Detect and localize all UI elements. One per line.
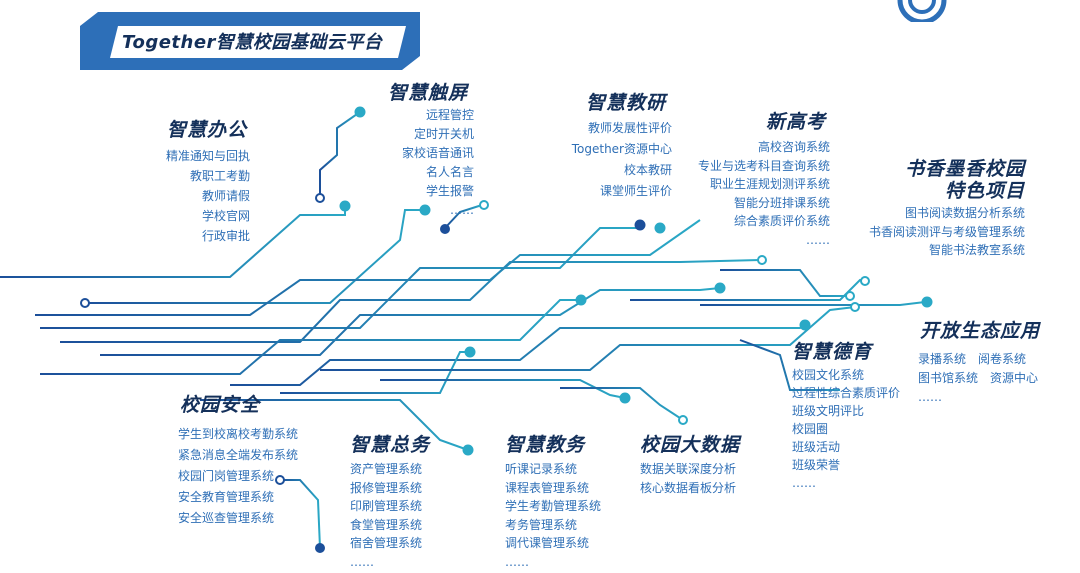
list-item: 书香阅读测评与考级管理系统 (868, 224, 1025, 239)
safety-list: 学生到校离校考勤系统 紧急消息全端发布系统 校园门岗管理系统 安全教育管理系统 … (178, 424, 318, 529)
list-item: 安全巡查管理系统 (178, 511, 275, 525)
list-item: 教师请假 (201, 189, 250, 203)
list-item: 精准通知与回执 (165, 149, 250, 163)
list-item: 专业与选考科目查询系统 (697, 158, 830, 173)
list-item: 印刷管理系统 (350, 499, 423, 513)
title-banner (80, 12, 420, 70)
bigdata-heading: 校园大数据 (640, 434, 741, 456)
list-item: 考务管理系统 (505, 517, 578, 532)
list-item: 班级活动 (792, 440, 841, 454)
open-list: 录播系统 阅卷系统 图书馆系统 资源中心 …… (918, 350, 1068, 407)
list-item: 过程性综合素质评价 (792, 386, 901, 400)
list-item: 报修管理系统 (350, 480, 423, 495)
open-heading: 开放生态应用 (920, 320, 1041, 342)
list-item: 定时开关机 (413, 127, 474, 141)
list-item: 调代课管理系统 (505, 536, 590, 550)
office-heading: 智慧办公 (167, 119, 248, 141)
list-item: 安全教育管理系统 (178, 490, 275, 504)
list-item: 校园门岗管理系统 (178, 469, 275, 483)
gaokao-list: 高校咨询系统 专业与选考科目查询系统 职业生涯规划测评系统 智能分班排课系统 综… (680, 138, 830, 249)
list-item: 教职工考勤 (189, 169, 250, 183)
research-heading: 智慧教研 (586, 92, 667, 114)
list-item: 学校官网 (201, 209, 250, 223)
list-item: 核心数据看板分析 (640, 481, 737, 495)
reading-list: 图书阅读数据分析系统 书香阅读测评与考级管理系统 智能书法教室系统 (855, 204, 1025, 260)
list-item: 学生考勤管理系统 (505, 499, 602, 513)
reading-heading-line-1: 书香墨香校园 (904, 158, 1025, 180)
teaching-list: 听课记录系统 课程表管理系统 学生考勤管理系统 考务管理系统 调代课管理系统 …… (505, 460, 625, 571)
list-item: 教师发展性评价 (587, 121, 672, 135)
list-item: 学生到校离校考勤系统 (178, 427, 299, 441)
platform-title: Together智慧校园基础云平台 (122, 32, 383, 53)
research-list: 教师发展性评价 Together资源中心 校本教研 课堂师生评价 (550, 118, 672, 202)
list-item: 远程管控 (425, 108, 474, 122)
touch-heading: 智慧触屏 (388, 82, 469, 104)
list-item: …… (450, 203, 474, 217)
teaching-heading: 智慧教务 (505, 434, 586, 456)
reading-heading: 书香墨香校园 特色项目 (880, 158, 1025, 202)
list-item: 食堂管理系统 (350, 517, 423, 532)
list-item: 综合素质评价系统 (733, 214, 830, 228)
bigdata-list: 数据关联深度分析 核心数据看板分析 (640, 460, 760, 498)
list-item: 资产管理系统 (350, 462, 423, 476)
list-item: 课堂师生评价 (599, 184, 672, 198)
list-item: 家校语音通讯 (401, 146, 474, 160)
list-item: 校园文化系统 (792, 368, 865, 382)
list-item: 班级文明评比 (792, 404, 865, 418)
list-item: 名人名言 (425, 165, 474, 179)
list-item: 紧急消息全端发布系统 (178, 448, 299, 462)
list-item: 智能分班排课系统 (733, 195, 830, 210)
list-item: Together资源中心 (571, 142, 672, 156)
list-item: …… (505, 554, 529, 569)
list-item: 宿舍管理系统 (350, 536, 423, 550)
list-item: 课程表管理系统 (505, 480, 590, 495)
list-item: 图书馆系统 资源中心 (918, 371, 1039, 385)
moral-list: 校园文化系统 过程性综合素质评价 班级文明评比 校园圈 班级活动 班级荣誉 …… (792, 366, 912, 492)
list-item: …… (792, 476, 816, 490)
list-item: 校本教研 (623, 163, 672, 177)
list-item: 学生报警 (425, 184, 474, 198)
list-item: 听课记录系统 (505, 462, 578, 476)
list-item: 数据关联深度分析 (640, 462, 737, 476)
reading-heading-line-2: 特色项目 (944, 180, 1025, 202)
general-heading: 智慧总务 (350, 434, 431, 456)
list-item: 职业生涯规划测评系统 (709, 177, 830, 191)
list-item: …… (350, 554, 374, 569)
touch-list: 远程管控 定时开关机 家校语音通讯 名人名言 学生报警 …… (380, 106, 474, 220)
list-item: 高校咨询系统 (757, 140, 830, 154)
list-item: 智能书法教室系统 (928, 243, 1025, 257)
list-item: 班级荣誉 (792, 458, 841, 472)
safety-heading: 校园安全 (180, 394, 261, 416)
list-item: 行政审批 (201, 229, 250, 243)
list-item: 校园圈 (792, 422, 829, 436)
list-item: 录播系统 阅卷系统 (918, 352, 1027, 366)
office-list: 精准通知与回执 教职工考勤 教师请假 学校官网 行政审批 (140, 146, 250, 246)
gaokao-heading: 新高考 (766, 111, 827, 133)
logo-icon (897, 0, 947, 22)
list-item: 图书阅读数据分析系统 (904, 206, 1025, 220)
list-item: …… (918, 390, 942, 404)
list-item: …… (806, 232, 830, 247)
general-list: 资产管理系统 报修管理系统 印刷管理系统 食堂管理系统 宿舍管理系统 …… (350, 460, 450, 571)
moral-heading: 智慧德育 (792, 341, 873, 363)
